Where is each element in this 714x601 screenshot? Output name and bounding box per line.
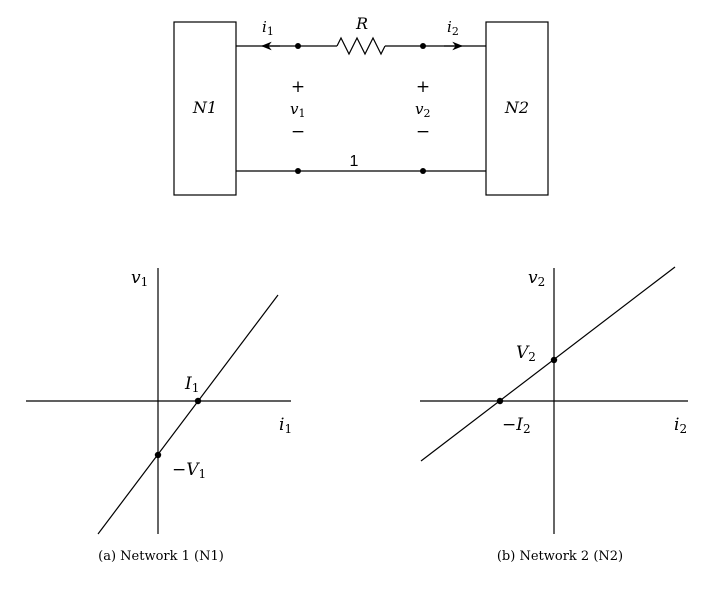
graph-b-y-intercept-label: V2 <box>516 343 536 364</box>
graph-a-caption: (a) Network 1 (N1) <box>98 549 224 564</box>
graph-b-x-intercept-dot <box>496 397 504 405</box>
current-i1-label: i1 <box>262 18 274 38</box>
network-n2-box <box>485 21 549 196</box>
graph-b-x-intercept-label: −I2 <box>502 415 531 436</box>
v1-minus-sign: − <box>291 122 305 142</box>
graph-b-caption: (b) Network 2 (N2) <box>497 549 623 564</box>
n1-label: N1 <box>192 98 217 117</box>
resistor-symbol <box>336 36 386 56</box>
circuit: N1 N2 R i1 i2 + v1 − + v2 − 1 <box>173 14 549 196</box>
graph-a-characteristic-line <box>97 294 279 535</box>
v2-minus-sign: − <box>416 122 430 142</box>
graph-a-x-intercept-label: I1 <box>184 374 199 395</box>
graph-a-y-axis-label: v1 <box>131 268 148 289</box>
voltage-v2-label: v2 <box>415 100 430 120</box>
graph-b-network-2: v2 i2 −I2 V2 (b) Network 2 (N2) <box>420 266 688 564</box>
voltage-v1-label: v1 <box>290 100 305 120</box>
terminal-dot-v1-top <box>295 43 301 49</box>
graph-a-network-1: v1 i1 I1 −V1 (a) Network 1 (N1) <box>26 268 292 564</box>
bottom-wire-label: 1 <box>350 153 359 170</box>
resistor-label: R <box>355 14 368 33</box>
v1-plus-sign: + <box>291 77 305 97</box>
graph-a-x-axis-label: i1 <box>279 415 292 436</box>
network-n1-box <box>173 21 237 196</box>
graph-b-y-intercept-dot <box>550 356 558 364</box>
graph-a-y-intercept-label: −V1 <box>172 460 206 481</box>
graph-b-x-axis-label: i2 <box>674 415 687 436</box>
graph-b-y-axis-label: v2 <box>528 268 545 289</box>
terminal-dot-v2-top <box>420 43 426 49</box>
graph-a-y-intercept-dot <box>154 451 162 459</box>
n2-label: N2 <box>504 98 529 117</box>
current-i2-label: i2 <box>447 18 459 38</box>
graph-b-characteristic-line <box>420 266 676 462</box>
terminal-dot-v2-bottom <box>420 168 426 174</box>
v2-plus-sign: + <box>416 77 430 97</box>
terminal-dot-v1-bottom <box>295 168 301 174</box>
graph-a-x-intercept-dot <box>194 397 202 405</box>
